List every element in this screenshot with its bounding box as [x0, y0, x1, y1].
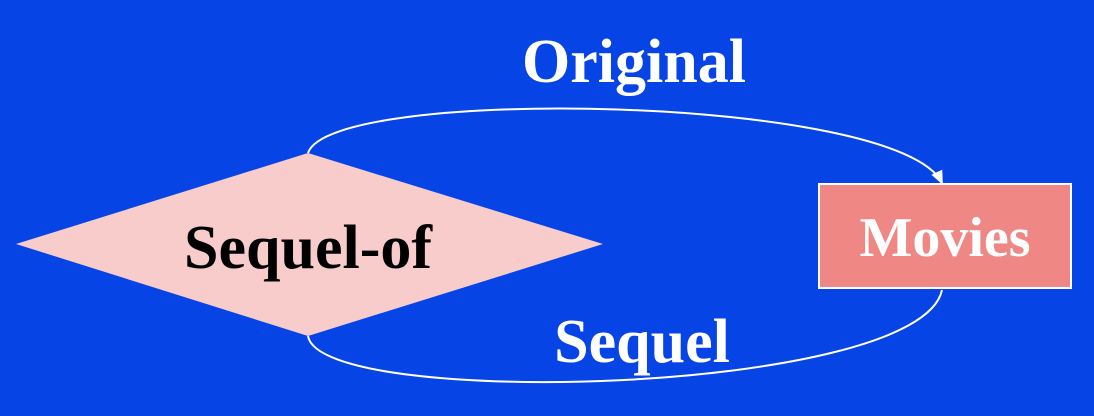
sequel-role-label: Sequel	[554, 308, 730, 376]
relationship-label: Sequel-of	[184, 214, 432, 282]
entity-label: Movies	[859, 207, 1031, 269]
entity-box	[818, 183, 1072, 289]
original-edge	[307, 107, 943, 185]
sequel-edge	[307, 289, 943, 384]
relationship-diamond	[16, 153, 603, 336]
original-role-label: Original	[522, 28, 746, 96]
